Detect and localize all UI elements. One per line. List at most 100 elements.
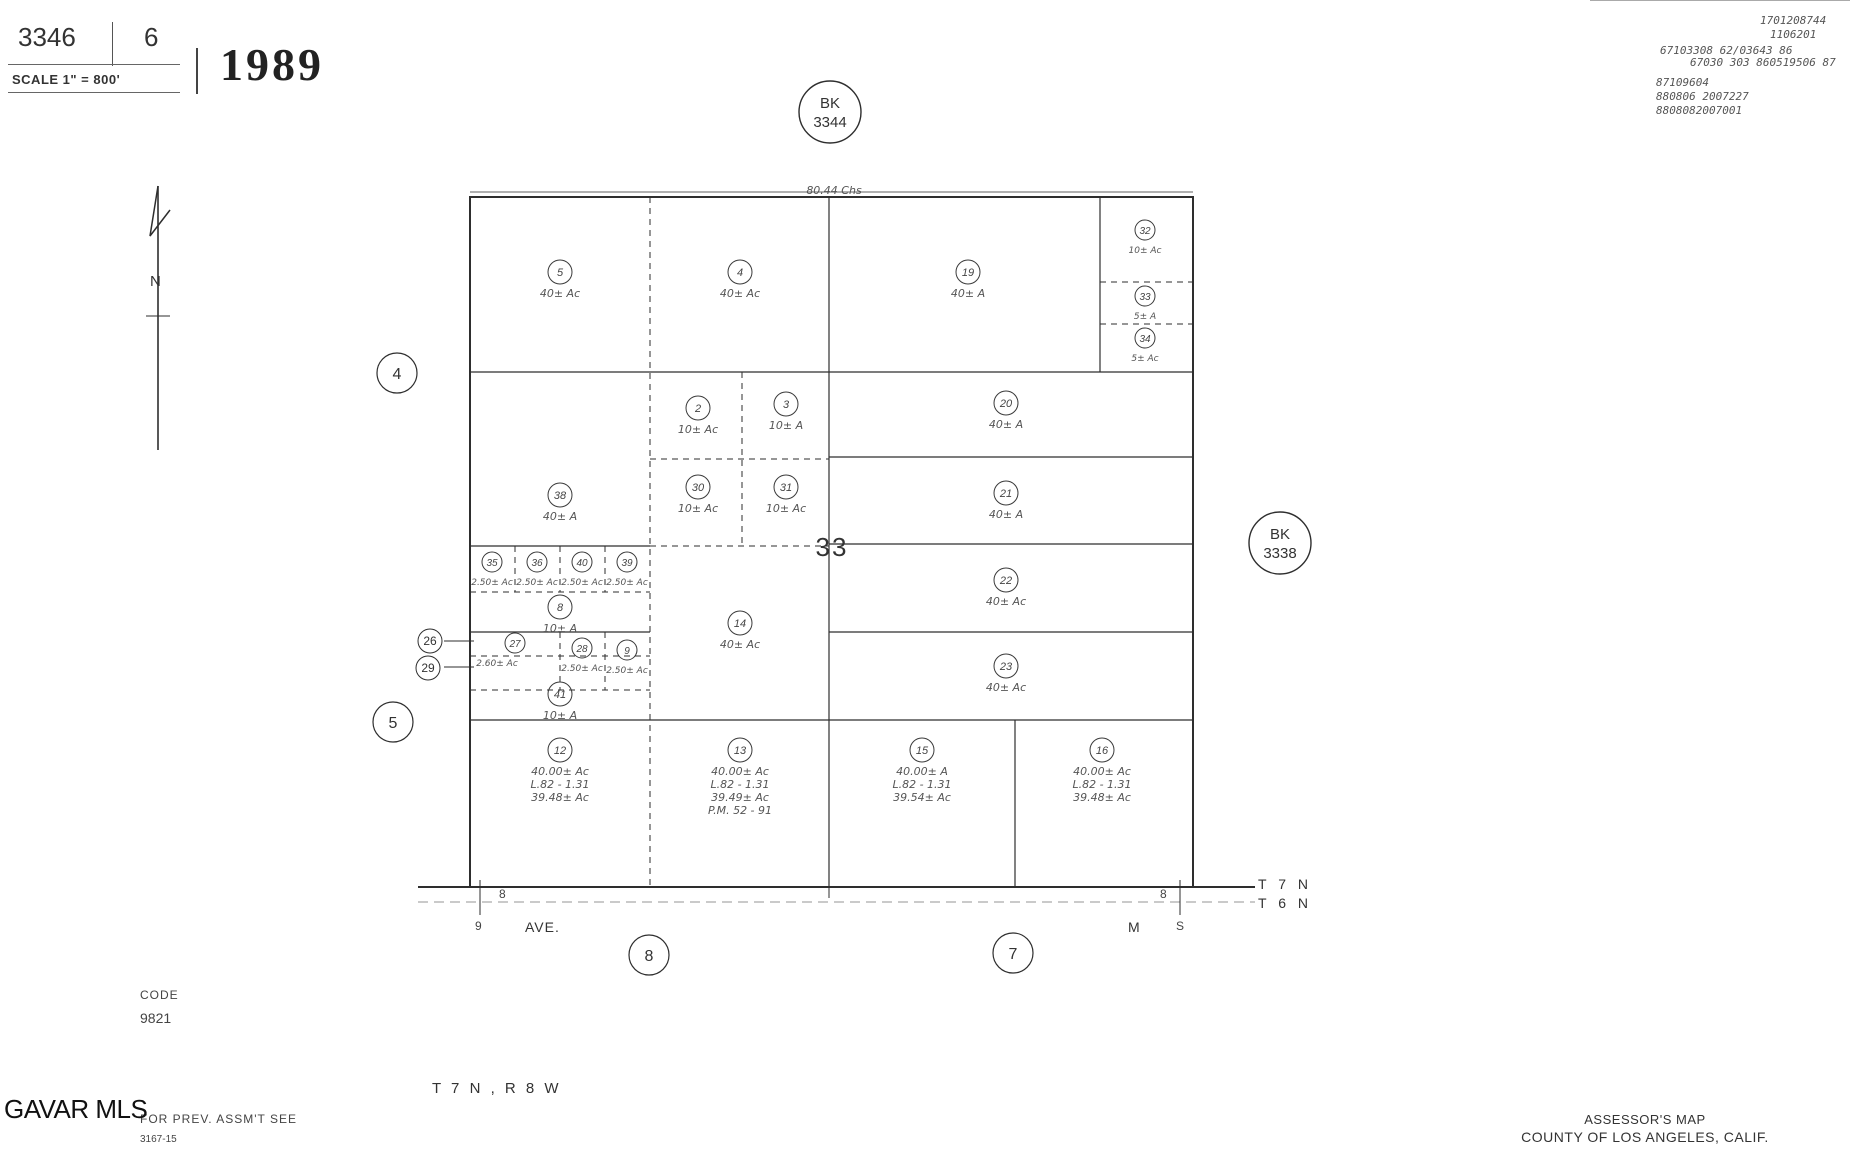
parcel-number: 13 [734,745,747,757]
parcel-area: 2.50± Ac [561,578,603,588]
parcel-number: 5 [557,267,564,279]
parcel-number: 35 [486,558,498,569]
north-arrow-icon [146,185,171,450]
parcel-area: 10± Ac [766,502,806,515]
book-north-prefix: BK [820,95,840,112]
parcel-14: 14 40± Ac [720,610,760,651]
page-ref-west-top: 4 [393,366,402,383]
parcel-number-circle [685,395,711,421]
prev-assmt-value: 3167-15 [140,1134,177,1145]
ref-line: 67103308 62/03643 86 [1660,44,1793,57]
township-range: T 7 N , R 8 W [432,1080,562,1097]
parcel-number: 16 [1096,745,1109,757]
parcel-area: 10± A [543,622,577,635]
parcel-detail: L.82 - 1.31 [710,778,769,791]
parcel-area: 40± Ac [720,638,760,651]
parcel-number: 36 [531,558,543,569]
parcel-number-circle [547,594,573,620]
year-divider [196,48,198,94]
map-header: 3346 6 SCALE 1" = 800' [8,20,184,93]
parcel-number: 30 [692,482,705,494]
parcel-detail: L.82 - 1.31 [892,778,951,791]
ref-line: 1106201 [1770,28,1817,41]
parcel-area: 5± Ac [1131,354,1158,364]
parcel-number: 38 [554,490,567,502]
parcel-number-circle [616,551,638,573]
parcel-note: P.M. 52 - 91 [708,804,772,817]
parcel-dashed-lines [470,197,1193,887]
header-rule-bottom [8,92,180,93]
parcel-detail: 39.49± Ac [711,791,769,804]
corner-mark: S [1176,919,1184,933]
parcel-27: 272.60± Ac [476,632,526,669]
section-number: 33 [816,532,849,562]
parcel-area: 10± Ac [678,423,718,436]
parcel-number-circle [685,474,711,500]
street-label-right: M [1128,919,1140,935]
parcel-39: 392.50± Ac [606,551,648,588]
parcel-36: 362.50± Ac [516,551,558,588]
parcel-area: 2.50± Ac [471,578,513,588]
parcel-area: 40.00± Ac [1073,765,1131,778]
parcel-area: 40± Ac [540,287,580,300]
book-north-number: 3344 [813,114,846,131]
parcel-area: 2.50± Ac [561,664,603,674]
book-east-prefix: BK [1270,526,1290,543]
corner-mark: 9 [475,919,482,933]
parcel-number-circle [727,610,753,636]
parcel-number: 3 [783,399,790,411]
map-scale: SCALE 1" = 800' [12,72,121,87]
north-label: N [150,273,161,290]
parcel-detail: L.82 - 1.31 [530,778,589,791]
ref-line: 67030 303 860519506 87 [1690,56,1836,69]
parcel-28: 282.50± Ac [561,637,603,674]
parcel-area: 10± A [769,419,803,432]
parcel-5: 5 40± Ac [540,259,580,300]
header-divider [112,22,113,66]
parcel-number-circle [773,474,799,500]
parcel-number: 14 [734,618,746,630]
page-ref-south-left: 8 [645,948,654,965]
map-year: 1989 [220,39,324,90]
parcel-number: 9 [624,646,630,657]
book-east-marker: BK 3338 [1248,511,1312,575]
corner-mark: 8 [499,887,506,901]
parcel-number-circle [481,551,503,573]
mls-watermark: GAVAR MLS [4,1094,148,1124]
callout-26: 26 [423,634,437,648]
parcel-number-circle [526,551,548,573]
parcel-number: 21 [999,488,1012,500]
parcel-34: 345± Ac [1131,327,1159,364]
parcel-number: 15 [916,745,929,757]
parcel-number: 19 [962,267,974,279]
page-ref-west-bottom: 5 [389,715,398,732]
parcel-detail: L.82 - 1.31 [1072,778,1131,791]
parcel-area: 40± Ac [986,595,1026,608]
footer-title: ASSESSOR'S MAP [1584,1112,1706,1127]
ref-line: 1701208744 [1760,14,1827,27]
parcel-number: 40 [576,558,588,569]
parcel-area: 40± A [989,418,1023,431]
footer-county: COUNTY OF LOS ANGELES, CALIF. [1521,1129,1769,1145]
page-number: 6 [144,22,159,52]
parcel-area: 2.50± Ac [606,578,648,588]
parcel-number-circle [955,259,981,285]
parcel-area: 40.00± Ac [711,765,769,778]
parcel-35: 35 2.50± Ac [471,551,513,588]
township-bottom: T 6 N [1258,895,1312,911]
parcel-number-circle [993,390,1019,416]
ref-line: 880806 2007227 [1656,90,1749,103]
parcel-8: 810± A [543,594,577,635]
book-east-number: 3338 [1263,545,1296,562]
parcel-number-circle [547,259,573,285]
